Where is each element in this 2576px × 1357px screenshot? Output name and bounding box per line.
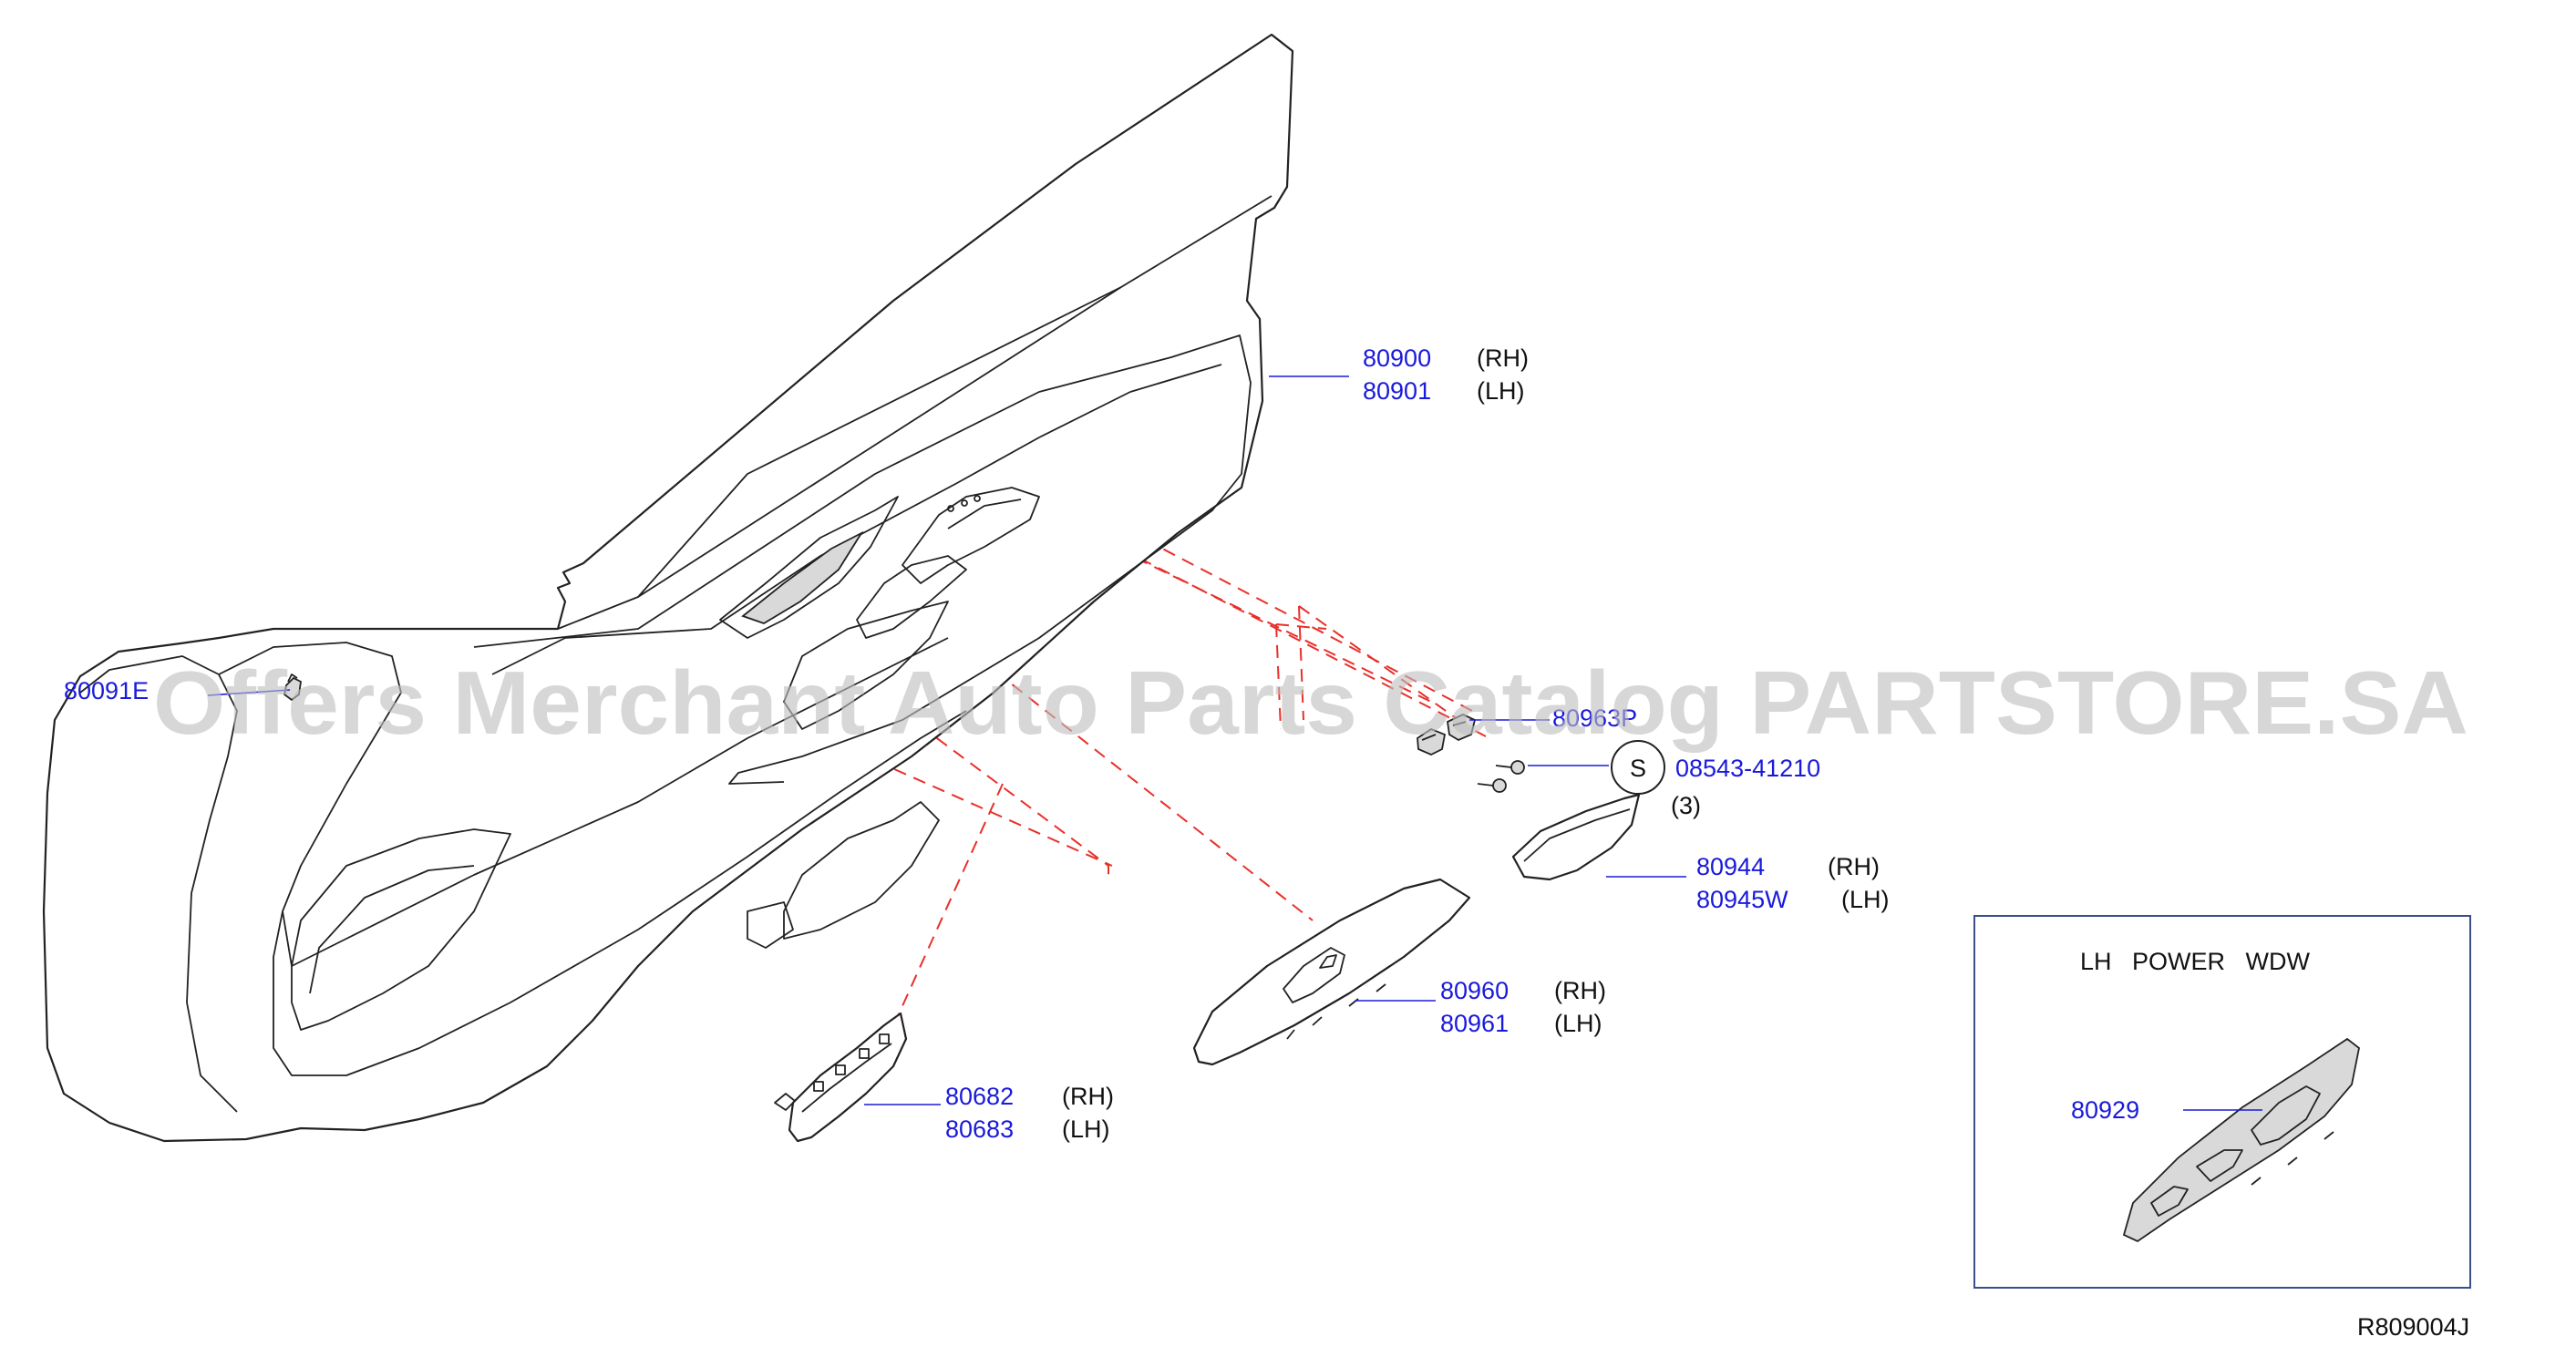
dash-line xyxy=(1298,605,1459,721)
finisher-80960[interactable] xyxy=(1192,878,1471,1066)
leader-lines xyxy=(207,375,2262,1111)
side-label-80961: (LH) xyxy=(1554,1010,1602,1037)
dash-line xyxy=(929,619,1314,921)
door-switch-line xyxy=(947,499,1022,529)
finisher-80960-window-b xyxy=(1319,954,1337,969)
side-label-80901: (LH) xyxy=(1477,377,1525,405)
switch-80929-button-c xyxy=(2150,1186,2189,1217)
inset-border xyxy=(1973,915,2471,1289)
screws-08543-41210[interactable] xyxy=(1477,760,1525,793)
bracket-hole xyxy=(879,1033,890,1044)
part-number-80682[interactable]: 80682 xyxy=(945,1083,1014,1110)
part-number-80944[interactable]: 80944 xyxy=(1696,853,1765,880)
door-trim-panel[interactable] xyxy=(42,33,1294,1143)
part-number-80091E[interactable]: 80091E xyxy=(64,677,149,704)
clip-80091E[interactable] xyxy=(283,673,302,702)
part-number-80929[interactable]: 80929 xyxy=(2071,1096,2139,1124)
door-window-edge xyxy=(637,286,1122,598)
finisher-80960-shape xyxy=(1192,878,1471,1066)
dash-line xyxy=(1275,623,1327,630)
door-handle xyxy=(741,530,864,624)
dash-line xyxy=(1275,623,1282,730)
screw-symbol-letter: S xyxy=(1630,755,1646,782)
door-lower-tab xyxy=(747,901,794,949)
dash-line xyxy=(1116,548,1432,703)
door-front-edge xyxy=(79,655,238,1113)
bracket-hole xyxy=(835,1064,846,1075)
screw-head xyxy=(1510,760,1525,775)
door-handle-recess xyxy=(719,496,899,639)
watermark-text: Offers Merchant Auto Parts Catalog PARTS… xyxy=(153,653,2468,753)
bracket-80682[interactable] xyxy=(774,1012,908,1143)
bracket-80682-tab xyxy=(774,1093,796,1111)
bracket-80682-shape xyxy=(788,1012,908,1143)
bracket-hole xyxy=(813,1081,824,1092)
bracket-80963P-a xyxy=(1417,727,1447,756)
inset-title: LH POWER WDW xyxy=(2080,948,2311,975)
clip-80091E-shape xyxy=(283,676,302,702)
switch-80929-button-a xyxy=(2251,1085,2321,1146)
part-number-08543-41210[interactable]: 08543-41210 xyxy=(1675,755,1820,782)
door-map-pocket xyxy=(291,828,511,1031)
screw-symbol-circle xyxy=(1611,740,1665,795)
switch-80929-tabs xyxy=(2251,1131,2334,1186)
door-pocket-lower xyxy=(273,710,967,1076)
side-label-80960: (RH) xyxy=(1554,977,1606,1004)
part-number-80961[interactable]: 80961 xyxy=(1440,1010,1509,1037)
bracket-80682-rib xyxy=(801,1043,892,1113)
finisher-80960-window-a xyxy=(1283,947,1345,1003)
screw-head xyxy=(1492,778,1507,793)
switch-hole xyxy=(974,495,981,502)
cover-80944[interactable] xyxy=(1511,793,1641,881)
switch-hole xyxy=(947,505,954,512)
screw-quantity: (3) xyxy=(1671,792,1701,819)
switch-80929-body xyxy=(2122,1037,2360,1243)
dash-line xyxy=(1298,605,1304,721)
part-number-80945W[interactable]: 80945W xyxy=(1696,886,1788,913)
door-upper-crease xyxy=(557,195,1273,630)
side-label-80944: (RH) xyxy=(1828,853,1880,880)
bracket-80963P-b xyxy=(1447,714,1477,742)
part-number-80901[interactable]: 80901 xyxy=(1363,377,1431,405)
door-map-pocket-lip xyxy=(309,865,475,994)
side-label-80683: (LH) xyxy=(1062,1115,1110,1143)
bracket-80963P[interactable] xyxy=(1417,714,1477,756)
bracket-80963P-lines xyxy=(1421,721,1467,741)
side-label-80945W: (LH) xyxy=(1841,886,1890,913)
dash-line xyxy=(897,783,1004,1017)
finisher-80960-tabs xyxy=(1286,983,1386,1040)
power-window-switch-80929[interactable] xyxy=(2122,1037,2360,1243)
diagram-id: R809004J xyxy=(2357,1313,2469,1341)
side-label-80900: (RH) xyxy=(1477,344,1529,372)
door-outer-outline xyxy=(42,33,1294,1143)
dash-line xyxy=(778,717,1113,867)
part-number-80683[interactable]: 80683 xyxy=(945,1115,1014,1143)
part-number-80900[interactable]: 80900 xyxy=(1363,344,1431,372)
switch-80929-button-b xyxy=(2196,1149,2243,1182)
door-armrest-band xyxy=(473,334,1252,785)
door-lower-pull xyxy=(783,801,940,940)
screw-shank xyxy=(1495,765,1512,768)
clip-80091E-top xyxy=(287,673,298,683)
part-number-80960[interactable]: 80960 xyxy=(1440,977,1509,1004)
leader-line xyxy=(207,689,291,696)
bracket-hole xyxy=(859,1048,870,1059)
inset-lh-power-wdw xyxy=(1973,915,2471,1289)
side-label-80682: (RH) xyxy=(1062,1083,1114,1110)
door-pull-cup xyxy=(783,601,949,730)
part-number-80963P[interactable]: 80963P xyxy=(1552,704,1637,732)
door-armrest-top xyxy=(491,364,1222,675)
cover-80944-shape xyxy=(1511,793,1641,881)
door-switch-bezel xyxy=(902,487,1040,584)
diagram-labels: 80900 (RH) 80901 (LH) 80091E 80963P S 08543-412… xyxy=(64,344,2469,1341)
cover-80944-edge xyxy=(1523,808,1631,862)
screw-shank xyxy=(1477,783,1494,786)
switch-hole xyxy=(961,499,968,507)
